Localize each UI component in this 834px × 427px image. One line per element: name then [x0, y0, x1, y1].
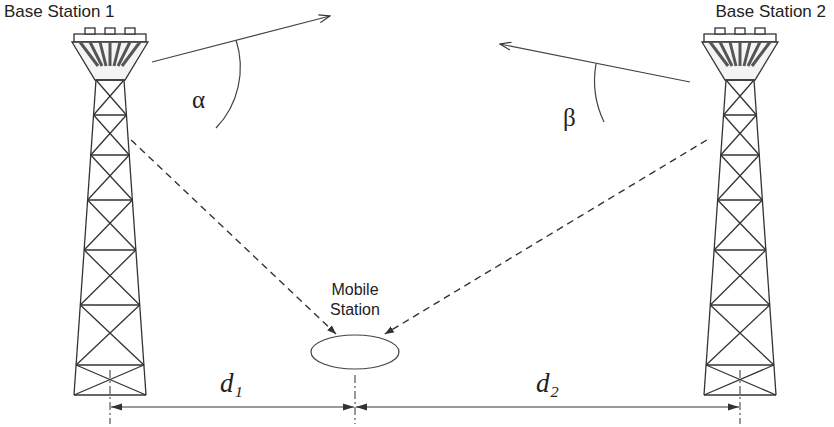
signal-path: [385, 140, 707, 334]
station-label: Base Station 2: [715, 2, 826, 22]
mobile-ellipse: [310, 334, 400, 370]
heading-arrow: [152, 16, 330, 62]
tower-illustration: [72, 28, 778, 395]
node-label: Mobile Station: [323, 280, 387, 320]
mobile-station: Mobile Station: [310, 334, 400, 370]
angle-arc: [595, 64, 604, 122]
signal-path: [131, 140, 336, 334]
tower: [702, 28, 778, 395]
tower: [72, 28, 148, 395]
angle-label: β: [563, 104, 576, 132]
angle-arc: [216, 40, 240, 128]
angle-label: α: [192, 86, 205, 114]
dimension-label: d₂: [534, 368, 561, 399]
base-station: Base Station 2: [700, 30, 780, 140]
station-label: Base Station 1: [4, 2, 115, 22]
dimension-label: d₁: [218, 368, 245, 399]
dimension-lines: [110, 370, 740, 424]
base-station: Base Station 1: [70, 30, 150, 140]
